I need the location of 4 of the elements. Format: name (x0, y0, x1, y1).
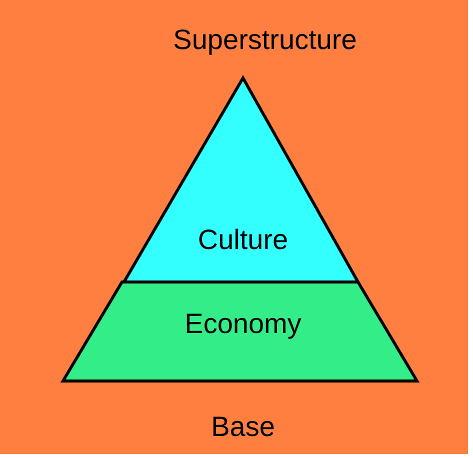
pyramid-label: Superstructure (173, 26, 357, 54)
pyramid-label: Base (211, 413, 275, 441)
section-label: Economy (184, 310, 302, 338)
section-label: Culture (198, 226, 288, 254)
